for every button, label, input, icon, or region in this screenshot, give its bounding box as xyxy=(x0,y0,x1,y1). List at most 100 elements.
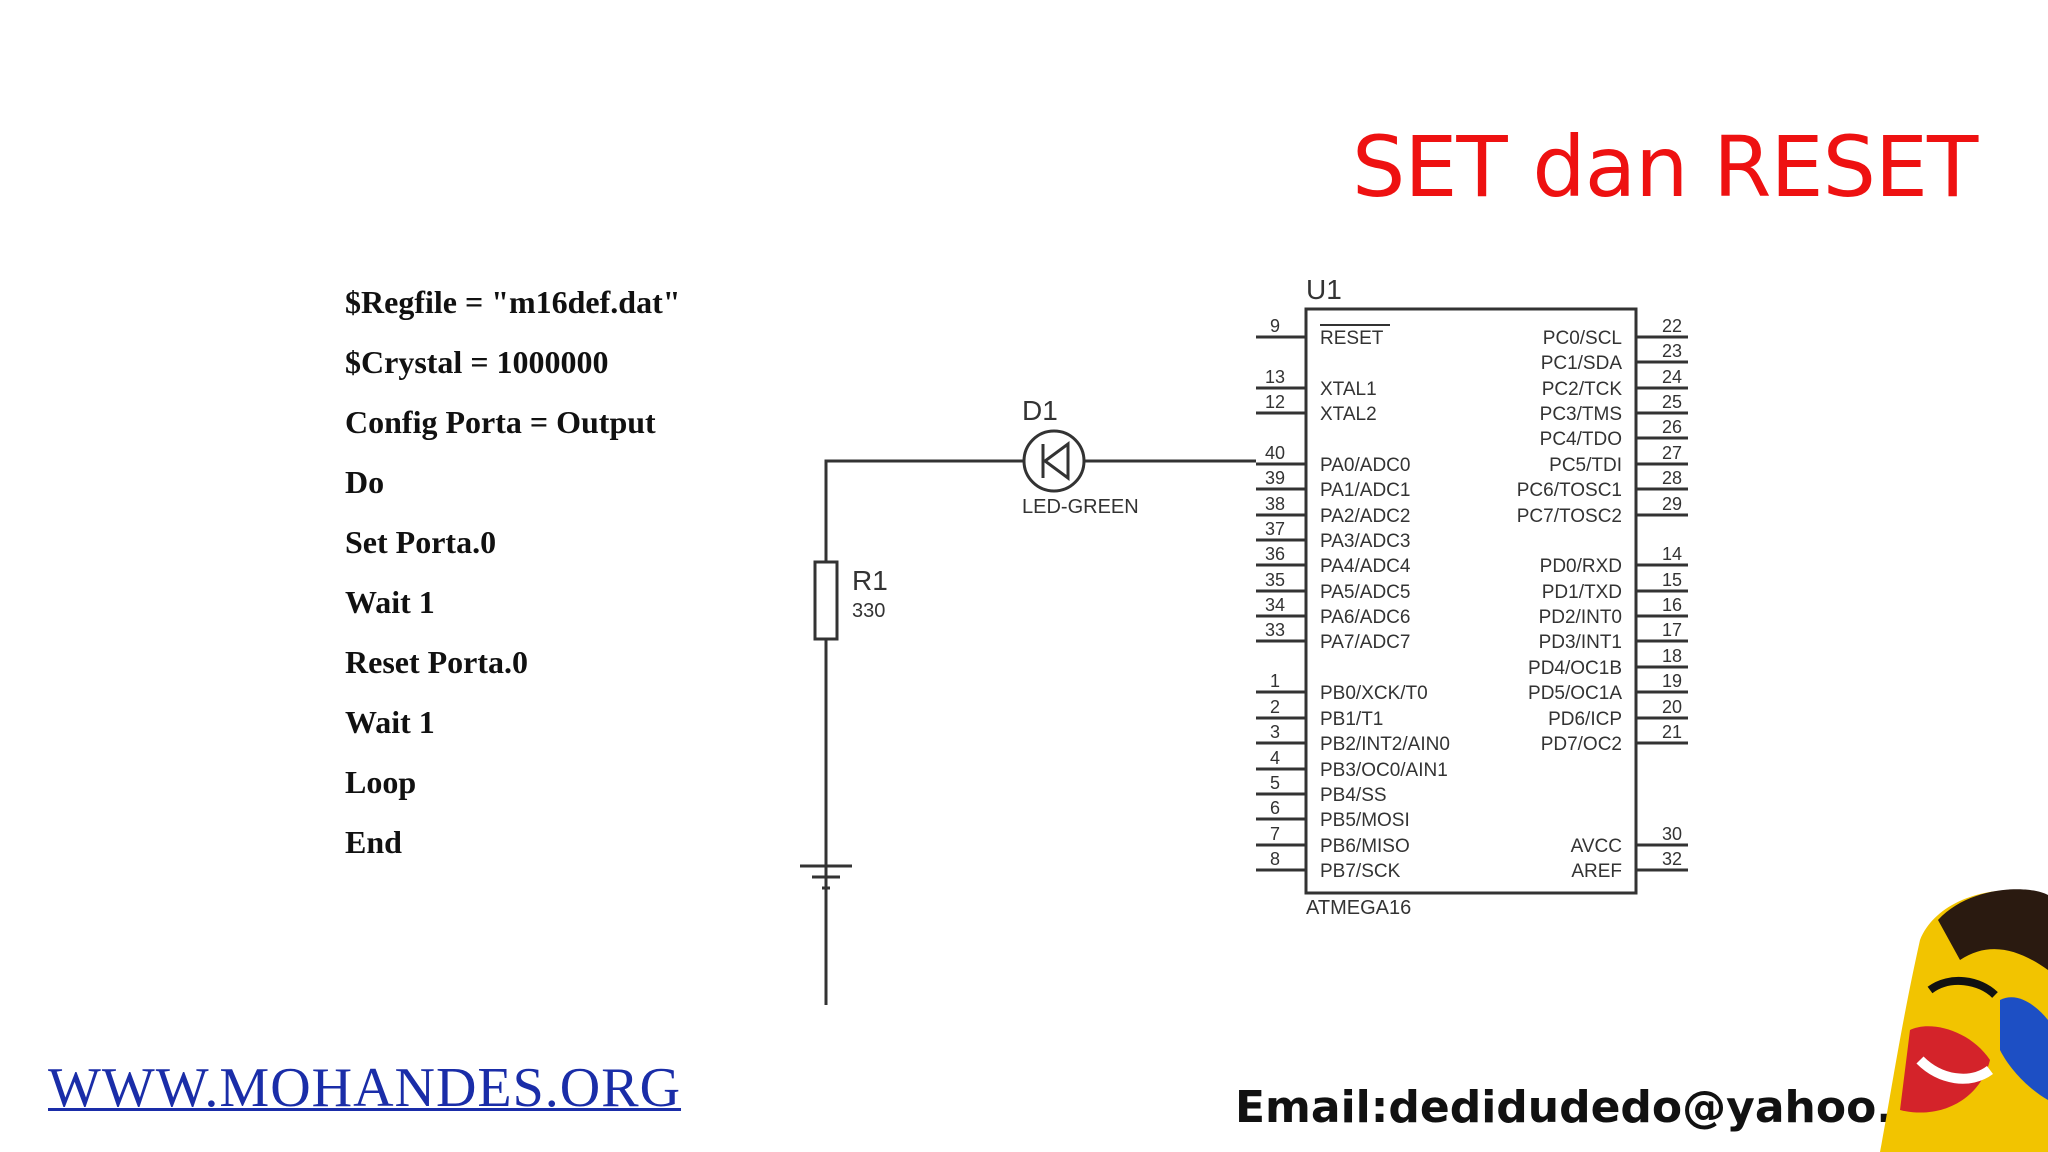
pin-number: 19 xyxy=(1662,671,1682,691)
pin-number: 23 xyxy=(1662,341,1682,361)
pin-number: 40 xyxy=(1265,443,1285,463)
pin-label: PA1/ADC1 xyxy=(1320,480,1410,501)
pin-label: PA4/ADC4 xyxy=(1320,556,1411,577)
pin-number: 18 xyxy=(1662,646,1682,666)
pin-label: PB5/MOSI xyxy=(1320,810,1410,831)
code-line: Config Porta = Output xyxy=(345,404,656,440)
chip-body xyxy=(1304,307,1638,895)
presenter-caricature xyxy=(1880,889,2048,1152)
pin-number: 5 xyxy=(1270,773,1280,793)
pin-label: PA7/ADC7 xyxy=(1320,632,1410,653)
pin-number: 15 xyxy=(1662,570,1682,590)
pin-number: 26 xyxy=(1662,417,1682,437)
pin-label: PD7/OC2 xyxy=(1541,734,1622,755)
pin-label: PD3/INT1 xyxy=(1539,632,1622,653)
pin-number: 12 xyxy=(1265,392,1285,412)
website-link[interactable]: WWW.MOHANDES.ORG xyxy=(48,1057,682,1119)
pin-label: PB7/SCK xyxy=(1320,861,1401,882)
pin-number: 39 xyxy=(1265,468,1285,488)
pin-number: 9 xyxy=(1270,316,1280,336)
code-line: End xyxy=(345,824,402,860)
pin-label: PC6/TOSC1 xyxy=(1517,480,1622,501)
pin-number: 34 xyxy=(1265,595,1285,615)
pin-number: 36 xyxy=(1265,544,1285,564)
pin-label: AREF xyxy=(1571,861,1622,882)
chip-part: ATMEGA16 xyxy=(1306,897,1411,919)
pin-label: PB4/SS xyxy=(1320,785,1387,806)
pin-number: 20 xyxy=(1662,697,1682,717)
pin-label: PD2/INT0 xyxy=(1539,607,1622,628)
pin-number: 4 xyxy=(1270,748,1280,768)
pin-number: 2 xyxy=(1270,697,1280,717)
code-line: Wait 1 xyxy=(345,704,435,740)
email-address: Email:dedidudedo@yahoo.com xyxy=(1235,1082,1996,1133)
code-line: Set Porta.0 xyxy=(345,524,497,560)
code-line: Do xyxy=(345,464,385,500)
pin-label: PB0/XCK/T0 xyxy=(1320,683,1428,704)
pin-number: 14 xyxy=(1662,544,1682,564)
led-value: LED-GREEN xyxy=(1022,496,1139,518)
pin-number: 38 xyxy=(1265,494,1285,514)
pin-number: 17 xyxy=(1662,620,1682,640)
pin-number: 35 xyxy=(1265,570,1285,590)
pin-label: PC3/TMS xyxy=(1540,404,1622,425)
pin-label: PA6/ADC6 xyxy=(1320,607,1410,628)
slide-title: SET dan RESET xyxy=(1352,118,1978,216)
pin-label: PB6/MISO xyxy=(1320,836,1410,857)
pin-label: PA3/ADC3 xyxy=(1320,531,1410,552)
pin-label: PC0/SCL xyxy=(1543,328,1622,349)
pin-label: PB2/INT2/AIN0 xyxy=(1320,734,1450,755)
chip-left-pins: 9RESET13XTAL112XTAL240PA0/ADC039PA1/ADC1… xyxy=(1256,316,1450,882)
pin-number: 16 xyxy=(1662,595,1682,615)
pin-number: 32 xyxy=(1662,849,1682,869)
ground-symbol xyxy=(800,864,852,890)
chip-ref: U1 xyxy=(1306,274,1342,305)
pin-label: RESET xyxy=(1320,328,1384,349)
pin-label: PB1/T1 xyxy=(1320,709,1383,730)
pin-label: PD1/TXD xyxy=(1542,582,1622,603)
pin-label: PC7/TOSC2 xyxy=(1517,506,1622,527)
pin-number: 25 xyxy=(1662,392,1682,412)
code-line: Reset Porta.0 xyxy=(345,644,529,680)
resistor-ref: R1 xyxy=(852,565,888,596)
pin-number: 28 xyxy=(1662,468,1682,488)
pin-label: PA0/ADC0 xyxy=(1320,455,1410,476)
led-symbol xyxy=(1022,429,1086,493)
pin-label: PA2/ADC2 xyxy=(1320,506,1410,527)
pin-label: PC4/TDO xyxy=(1540,429,1622,450)
pin-number: 29 xyxy=(1662,494,1682,514)
pin-number: 30 xyxy=(1662,824,1682,844)
pin-label: PD6/ICP xyxy=(1548,709,1622,730)
pin-number: 27 xyxy=(1662,443,1682,463)
pin-label: PB3/OC0/AIN1 xyxy=(1320,760,1448,781)
pin-number: 24 xyxy=(1662,367,1682,387)
code-line: $Crystal = 1000000 xyxy=(345,344,609,380)
resistor-value: 330 xyxy=(852,600,885,622)
code-listing: $Regfile = "m16def.dat" $Crystal = 10000… xyxy=(345,280,680,880)
pin-number: 13 xyxy=(1265,367,1285,387)
pin-label: PC1/SDA xyxy=(1541,353,1623,374)
pin-number: 33 xyxy=(1265,620,1285,640)
led-ref: D1 xyxy=(1022,395,1058,426)
pin-label: XTAL2 xyxy=(1320,404,1377,425)
pin-number: 37 xyxy=(1265,519,1285,539)
pin-label: PA5/ADC5 xyxy=(1320,582,1410,603)
pin-number: 7 xyxy=(1270,824,1280,844)
pin-number: 6 xyxy=(1270,798,1280,818)
resistor-symbol xyxy=(813,560,839,641)
pin-label: PC5/TDI xyxy=(1549,455,1622,476)
pin-label: PD4/OC1B xyxy=(1528,658,1622,679)
pin-label: PD0/RXD xyxy=(1540,556,1622,577)
pin-number: 1 xyxy=(1270,671,1280,691)
code-line: $Regfile = "m16def.dat" xyxy=(345,284,681,320)
pin-number: 21 xyxy=(1662,722,1682,742)
pin-number: 3 xyxy=(1270,722,1280,742)
pin-number: 22 xyxy=(1662,316,1682,336)
pin-label: PC2/TCK xyxy=(1542,379,1623,400)
pin-label: AVCC xyxy=(1571,836,1622,857)
code-line: Loop xyxy=(345,764,417,800)
pin-label: PD5/OC1A xyxy=(1528,683,1622,704)
wire xyxy=(824,459,1256,1005)
